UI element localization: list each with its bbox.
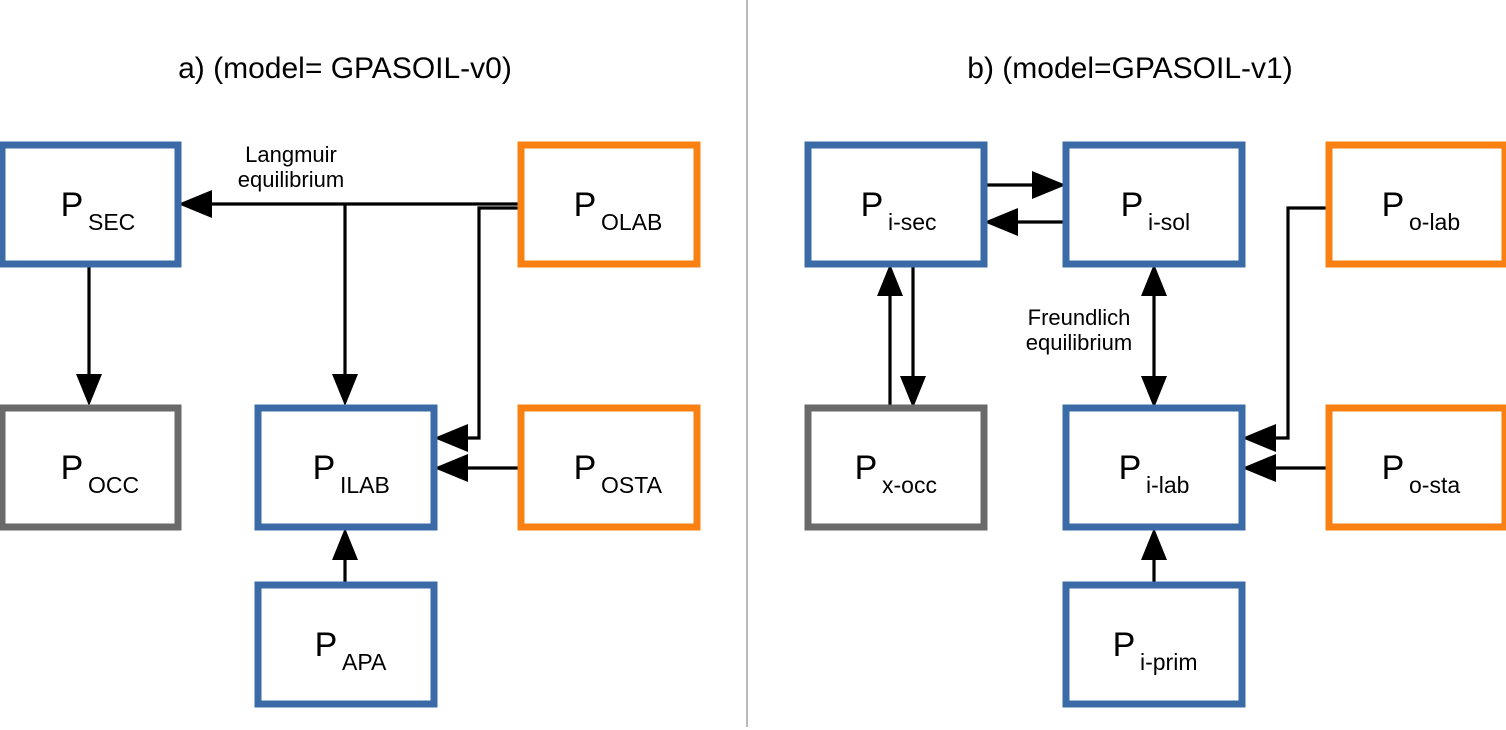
edge-osta-to-ilab-b <box>1242 454 1329 482</box>
node-p-i-sol[interactable]: P i-sol <box>1062 141 1246 268</box>
node-p-i-prim-base: P <box>1113 626 1136 664</box>
node-p-ilab-base: P <box>313 449 336 487</box>
node-p-i-lab[interactable]: P i-lab <box>1062 404 1246 531</box>
edge-olab-to-ilab <box>434 206 521 452</box>
node-p-o-lab-sub: o-lab <box>1409 209 1460 235</box>
edge-label-langmuir-line1: Langmuir <box>245 142 337 167</box>
node-p-olab-rect[interactable] <box>517 141 701 268</box>
node-p-x-occ[interactable]: P x-occ <box>804 404 988 531</box>
node-p-o-lab[interactable]: P o-lab <box>1325 141 1506 268</box>
node-p-olab-sub: OLAB <box>601 209 662 235</box>
node-p-occ[interactable]: P OCC <box>0 404 182 531</box>
node-p-olab-base: P <box>574 186 597 224</box>
edge-label-langmuir: Langmuir equilibrium <box>238 142 344 192</box>
node-p-i-sol-rect[interactable] <box>1062 141 1246 268</box>
node-p-sec-rect[interactable] <box>0 141 182 268</box>
node-p-occ-base: P <box>61 449 84 487</box>
edge-isol-ilab-double <box>1141 264 1167 408</box>
node-p-i-lab-sub: i-lab <box>1146 472 1189 498</box>
node-p-apa[interactable]: P APA <box>254 581 438 708</box>
node-p-i-sec[interactable]: P i-sec <box>804 141 988 268</box>
node-p-i-prim[interactable]: P i-prim <box>1062 581 1246 708</box>
node-p-ilab-rect[interactable] <box>254 404 438 531</box>
edge-label-freundlich-line2: equilibrium <box>1026 330 1132 355</box>
node-p-o-sta[interactable]: P o-sta <box>1325 404 1506 531</box>
node-p-i-lab-rect[interactable] <box>1062 404 1246 531</box>
node-p-x-occ-sub: x-occ <box>882 472 937 498</box>
node-p-apa-sub: APA <box>342 649 387 675</box>
edge-olab-to-ilab-b <box>1242 206 1329 452</box>
node-p-o-sta-base: P <box>1382 449 1405 487</box>
node-p-i-prim-sub: i-prim <box>1140 649 1198 675</box>
node-p-osta-base: P <box>574 449 597 487</box>
node-p-osta-rect[interactable] <box>517 404 701 531</box>
edge-sec-to-occ <box>76 264 102 406</box>
node-p-i-prim-rect[interactable] <box>1062 581 1246 708</box>
node-p-sec[interactable]: P SEC <box>0 141 182 268</box>
edge-label-freundlich-line1: Freundlich <box>1028 305 1131 330</box>
panel-b-title: b) (model=GPASOIL-v1) <box>967 52 1292 85</box>
node-p-i-sol-sub: i-sol <box>1148 209 1190 235</box>
edge-iprim-to-ilab <box>1141 528 1167 585</box>
node-p-i-sec-rect[interactable] <box>804 141 988 268</box>
node-p-o-sta-rect[interactable] <box>1325 404 1506 531</box>
edge-osta-to-ilab <box>434 454 521 482</box>
node-p-ilab-sub: ILAB <box>340 472 390 498</box>
node-p-o-sta-sub: o-sta <box>1409 472 1460 498</box>
node-p-i-sec-base: P <box>861 186 884 224</box>
edge-label-freundlich: Freundlich equilibrium <box>1026 305 1132 355</box>
node-p-apa-base: P <box>315 626 338 664</box>
edge-apa-to-ilab <box>332 528 358 585</box>
node-p-x-occ-rect[interactable] <box>804 404 988 531</box>
edge-isec-to-isol <box>984 171 1066 199</box>
node-p-i-lab-base: P <box>1119 449 1142 487</box>
panel-a-title: a) (model= GPASOIL-v0) <box>178 52 512 85</box>
node-p-apa-rect[interactable] <box>254 581 438 708</box>
node-p-i-sec-sub: i-sec <box>888 209 937 235</box>
node-p-o-lab-base: P <box>1382 186 1405 224</box>
edge-olab-to-sec <box>178 190 521 218</box>
node-p-occ-sub: OCC <box>88 472 139 498</box>
edge-langmuir-down <box>332 204 358 406</box>
node-p-o-lab-rect[interactable] <box>1325 141 1506 268</box>
node-p-ilab[interactable]: P ILAB <box>254 404 438 531</box>
node-p-sec-sub: SEC <box>88 209 135 235</box>
node-p-olab[interactable]: P OLAB <box>517 141 701 268</box>
node-p-occ-rect[interactable] <box>0 404 182 531</box>
edge-isol-to-isec <box>984 208 1066 236</box>
node-p-x-occ-base: P <box>855 449 878 487</box>
node-p-i-sol-base: P <box>1121 186 1144 224</box>
node-p-osta[interactable]: P OSTA <box>517 404 701 531</box>
node-p-osta-sub: OSTA <box>601 472 663 498</box>
edge-isec-to-xocc <box>900 264 926 408</box>
node-p-sec-base: P <box>61 186 84 224</box>
edge-label-langmuir-line2: equilibrium <box>238 167 344 192</box>
edge-xocc-to-isec <box>877 264 903 408</box>
